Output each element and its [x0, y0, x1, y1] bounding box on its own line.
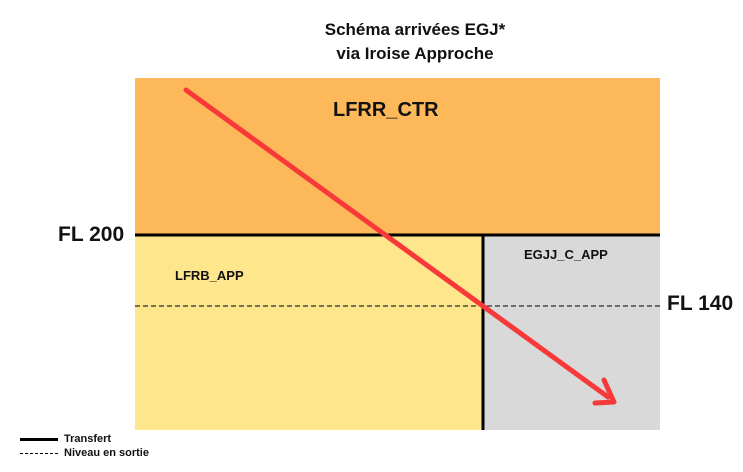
legend-solid-line-icon: [20, 437, 58, 441]
legend-exit-level-label: Niveau en sortie: [64, 447, 149, 459]
label-lfrb-app: LFRB_APP: [175, 268, 244, 283]
label-egjj-c-app: EGJJ_C_APP: [524, 247, 608, 262]
legend-transfer-label: Transfert: [64, 433, 112, 445]
legend-exit-level: Niveau en sortie: [20, 446, 149, 460]
title-line-1: Schéma arrivées EGJ*: [324, 20, 506, 39]
legend-transfer: Transfert: [20, 432, 111, 446]
label-lfrr-ctr: LFRR_CTR: [333, 99, 439, 121]
title-line-2: via Iroise Approche: [336, 44, 494, 63]
zone-egjj-c-app: [483, 235, 660, 430]
diagram-title: Schéma arrivées EGJ* via Iroise Approche: [250, 18, 580, 66]
legend-dashed-line-icon: [20, 452, 58, 454]
zone-lfrr-ctr: [135, 78, 660, 235]
red-arrow-icon: [183, 87, 617, 406]
label-fl140: FL 140: [667, 292, 734, 315]
label-fl200: FL 200: [58, 223, 125, 246]
zone-lfrb-app: [135, 235, 483, 430]
